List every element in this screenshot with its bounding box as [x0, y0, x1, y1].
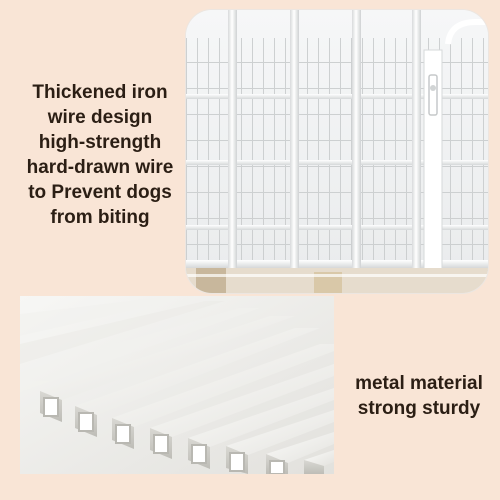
- wire-cage-photo: [186, 10, 488, 293]
- tube: [266, 432, 334, 474]
- caption-line: metal material: [355, 373, 483, 394]
- caption-line: hard-drawn wire: [26, 157, 174, 178]
- horizontal-rail: [186, 94, 488, 99]
- vertical-bar: [412, 10, 421, 293]
- corner-frame-curve: [445, 19, 488, 45]
- caption-line: from biting: [50, 207, 150, 228]
- background-tubes: [20, 296, 260, 392]
- caption-line: Thickened iron: [32, 82, 168, 103]
- caption-line: strong sturdy: [357, 398, 481, 419]
- tube: [304, 450, 334, 474]
- latch-knob: [430, 85, 436, 91]
- floor-rim: [186, 274, 488, 277]
- caption-line: to Prevent dogs: [28, 182, 172, 203]
- material-caption: metal material strong sturdy: [338, 371, 500, 421]
- caption-line: wire design: [47, 107, 153, 128]
- horizontal-rail: [186, 160, 488, 165]
- latch-handle: [428, 74, 438, 116]
- tube: [75, 328, 320, 437]
- wooden-tray-edge: [196, 268, 226, 293]
- horizontal-rail: [186, 225, 488, 230]
- bottom-frame-rail: [186, 260, 488, 268]
- vertical-bar: [352, 10, 361, 293]
- vertical-bar: [228, 10, 237, 293]
- tube: [150, 364, 334, 459]
- square-tube-photo: [20, 296, 334, 474]
- wire-cage-illustration: [186, 10, 488, 293]
- tube: [40, 316, 295, 422]
- tube: [226, 410, 334, 474]
- wire-design-caption: Thickened iron wire design high-strength…: [14, 80, 186, 230]
- caption-line: high-strength: [38, 132, 162, 153]
- wooden-tray-edge: [314, 272, 342, 293]
- tube: [112, 344, 334, 449]
- vertical-bar: [290, 10, 299, 293]
- tube: [188, 388, 334, 469]
- square-tube-illustration: [20, 296, 334, 474]
